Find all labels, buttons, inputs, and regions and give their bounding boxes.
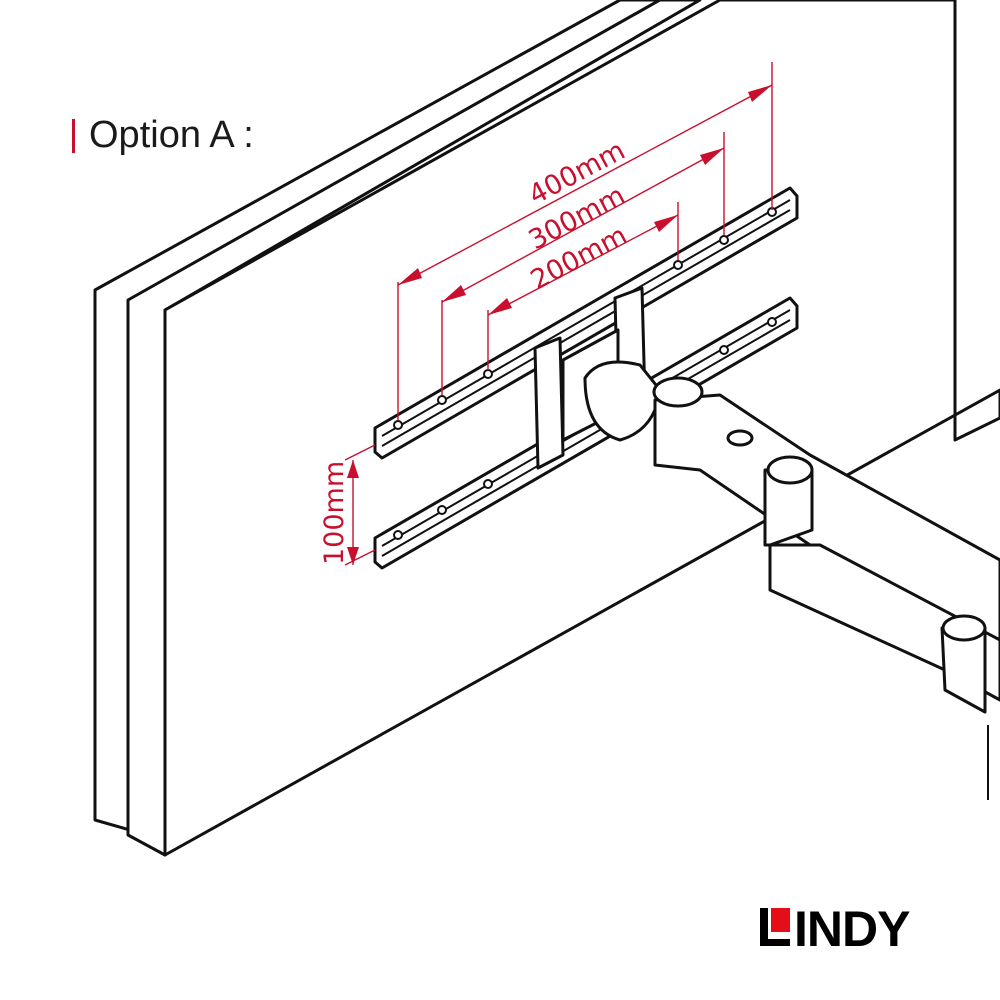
option-title-text: Option A : bbox=[89, 114, 254, 156]
logo-text: INDY bbox=[794, 901, 910, 957]
dimension-100mm: 100mm bbox=[319, 444, 376, 566]
lindy-logo: INDY bbox=[760, 901, 910, 957]
title-accent-bar bbox=[72, 118, 75, 153]
dimension-label-100: 100mm bbox=[319, 461, 350, 565]
logo-l-mark bbox=[760, 908, 790, 946]
vesa-rail-upper bbox=[373, 186, 799, 460]
vesa-rail-lower bbox=[373, 296, 799, 570]
option-title: Option A : bbox=[72, 114, 254, 157]
monitor-arm bbox=[583, 360, 1000, 714]
